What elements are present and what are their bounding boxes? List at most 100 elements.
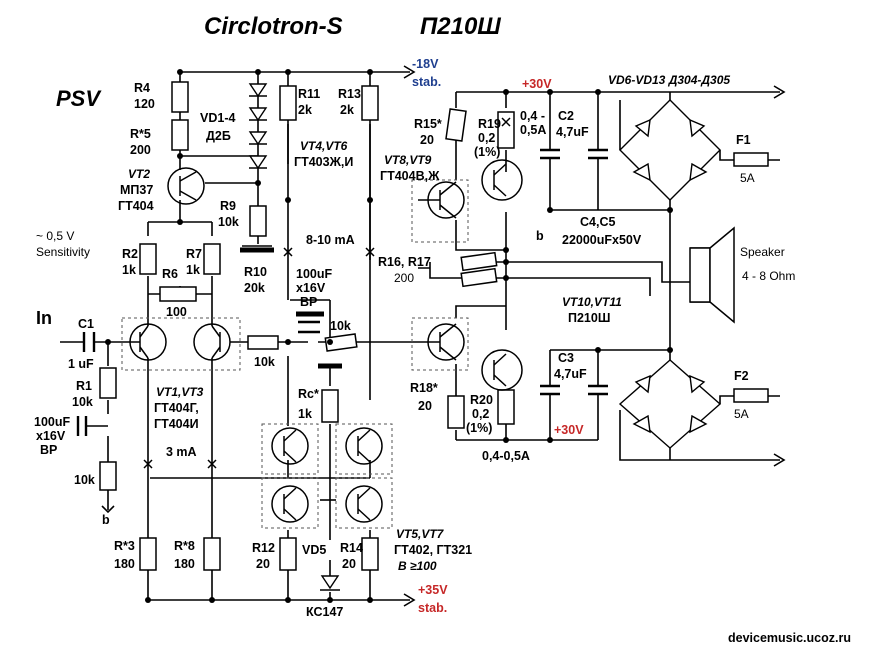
- vt8-vt9-value: ГТ404В,Ж: [380, 169, 440, 183]
- vt10-vt11-value: П210Ш: [568, 311, 610, 325]
- vt10-transistor: [427, 323, 465, 361]
- bias-bars: [240, 247, 342, 369]
- r17-resistor: [460, 267, 498, 288]
- r1-resistor: [99, 367, 117, 399]
- r15-name: R15*: [414, 117, 442, 131]
- vt5-vt7-value: ГТ402, ГТ321: [394, 543, 472, 557]
- c-bp-top-line3: BP: [300, 295, 317, 309]
- r9-name: R9: [220, 199, 236, 213]
- r-input-10k-resistor: [99, 461, 117, 491]
- c-bp-top-value: 100uF: [296, 267, 332, 281]
- transistors: [129, 159, 523, 523]
- r6-value: 100: [166, 305, 187, 319]
- r2-resistor: [139, 243, 157, 275]
- f2-value: 5A: [734, 407, 749, 421]
- bridge-bottom: [618, 359, 722, 449]
- rc-value: 1k: [298, 407, 312, 421]
- r9-value: 10k: [218, 215, 239, 229]
- r7-name: R7: [186, 247, 202, 261]
- r12-name: R12: [252, 541, 275, 555]
- f1-value: 5A: [740, 171, 755, 185]
- sens-label: Sensitivity: [36, 245, 90, 259]
- capacitors: [76, 148, 608, 436]
- vd5-value: КС147: [306, 605, 343, 619]
- r9-resistor: [249, 205, 267, 237]
- vd1-4-value: Д2Б: [206, 129, 231, 143]
- f1-name: F1: [736, 133, 751, 147]
- vt9-transistor: [481, 159, 523, 201]
- c3-name: C3: [558, 351, 574, 365]
- r8-resistor: [203, 537, 221, 571]
- r11-value: 2k: [298, 103, 312, 117]
- i-top-line1: 0,4 -: [520, 109, 545, 123]
- vt1-vt3-line1: ГТ404Г,: [154, 401, 199, 415]
- speaker-value: 4 - 8 Ohm: [742, 269, 795, 283]
- r7-value: 1k: [186, 263, 200, 277]
- f2-name: F2: [734, 369, 749, 383]
- vt8-transistor: [427, 181, 465, 219]
- r7-resistor: [203, 243, 221, 275]
- c1-name: C1: [78, 317, 94, 331]
- vd6-13-label: VD6-VD13 Д304-Д305: [608, 73, 730, 87]
- vt11-transistor: [481, 349, 523, 391]
- r18-name: R18*: [410, 381, 438, 395]
- speaker-icon: [689, 226, 735, 324]
- cross-markers: [143, 117, 511, 469]
- vt1-vt3-line2: ГТ404И: [154, 417, 199, 431]
- pos30-bottom-label: +30V: [554, 423, 584, 437]
- zener-vd5: [320, 575, 340, 591]
- rc-name: Rc*: [298, 387, 319, 401]
- vt2-line1: МП37: [120, 183, 153, 197]
- r5-resistor: [171, 119, 189, 151]
- r10-name: R10: [244, 265, 267, 279]
- r12-resistor: [279, 537, 297, 571]
- pos35-stab: stab.: [418, 601, 447, 615]
- r3-value: 180: [114, 557, 135, 571]
- c-bp-top-line2: x16V: [296, 281, 326, 295]
- r8-value: 180: [174, 557, 195, 571]
- r10-value: 20k: [244, 281, 265, 295]
- vt4-vt6-name: VT4,VT6: [300, 139, 348, 153]
- pos30-top-label: +30V: [522, 77, 552, 91]
- r3-resistor: [139, 537, 157, 571]
- vas-current: 8-10 mA: [306, 233, 355, 247]
- vt6-transistor: [345, 427, 383, 465]
- r19-value: 0,2: [478, 131, 495, 145]
- r20-value: 0,2: [472, 407, 489, 421]
- r6-resistor: [159, 286, 197, 302]
- vt5-vt7-beta: В ≥100: [398, 559, 437, 573]
- r14-name: R14: [340, 541, 363, 555]
- r6-name: R6: [162, 267, 178, 281]
- r13-resistor: [361, 85, 379, 121]
- vd5-name: VD5: [302, 543, 326, 557]
- sens-voltage: ~ 0,5 V: [36, 229, 74, 243]
- resistors: [99, 81, 769, 571]
- r16-r17-value: 200: [394, 271, 414, 285]
- c3-value: 4,7uF: [554, 367, 587, 381]
- r14-value: 20: [342, 557, 356, 571]
- vt4-vt6-value: ГТ403Ж,И: [294, 155, 353, 169]
- c1-value: 1 uF: [68, 357, 94, 371]
- c4-c5-name: C4,C5: [580, 215, 615, 229]
- vd1-4-name: VD1-4: [200, 111, 235, 125]
- r14-resistor: [361, 537, 379, 571]
- r13-value: 2k: [340, 103, 354, 117]
- title-name: Circlotron-S: [204, 13, 343, 40]
- vt3-transistor: [193, 323, 231, 361]
- r8-name: R*8: [174, 539, 195, 553]
- vt10-vt11-name: VT10,VT11: [562, 295, 622, 309]
- bridge-top: [619, 99, 721, 201]
- r16-r17-name: R16, R17: [378, 255, 431, 269]
- ltp-current: 3 mA: [166, 445, 197, 459]
- vt5-transistor: [271, 485, 309, 523]
- r4-name: R4: [134, 81, 150, 95]
- vt2-transistor: [167, 167, 205, 205]
- vt8-vt9-name: VT8,VT9: [384, 153, 432, 167]
- r18-resistor: [447, 395, 465, 429]
- wiring: [60, 65, 786, 607]
- c-bp-left-line3: BP: [40, 443, 57, 457]
- r20-note: (1%): [466, 421, 492, 435]
- vt7-transistor: [345, 485, 383, 523]
- r16-resistor: [460, 251, 498, 272]
